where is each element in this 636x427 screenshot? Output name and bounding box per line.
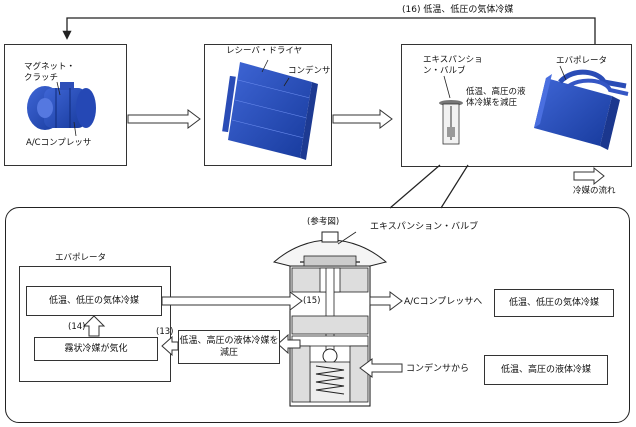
arrow-to-valve (161, 291, 303, 311)
reduce-note-label: 低温、高圧の液体冷媒を減圧 (466, 87, 526, 108)
from-condenser-label: コンデンサから (406, 364, 470, 374)
condenser-illustration (222, 62, 318, 160)
reduce-pressure-box: 低温、高圧の液体冷媒を減圧 (178, 330, 280, 364)
expansion-valve-label: エキスパンション・バルブ (423, 55, 483, 76)
evaporator-illustration (534, 69, 629, 150)
step-15-label: (15) (303, 296, 321, 306)
from-condenser-state-box: 低温、高圧の液体冷媒 (484, 355, 608, 385)
to-compressor-state-box: 低温、低圧の気体冷媒 (494, 289, 614, 317)
return-flow-line (62, 17, 596, 45)
gas-refrigerant-box: 低温、低圧の気体冷媒 (26, 286, 162, 316)
compressor-illustration (27, 82, 96, 130)
mist-vaporize-box: 霧状冷媒が気化 (34, 337, 158, 361)
return-flow-label: (16) 低温、低圧の気体冷媒 (402, 5, 514, 15)
step-14-label: (14) (68, 322, 86, 332)
condenser-label: コンデンサ (288, 66, 331, 76)
legend-arrow (573, 166, 605, 186)
detail-evaporator-title: エバポレータ (55, 253, 107, 263)
to-compressor-label: A/Cコンプレッサへ (404, 297, 483, 307)
expansion-valve-illustration (439, 100, 463, 145)
arrow-to-compressor (369, 291, 403, 311)
receiver-dryer-label: レシーバ・ドライヤ (226, 46, 303, 56)
step-13-label: (13) (156, 327, 174, 337)
expansion-valve-cross-section (272, 231, 388, 407)
arrow-to-reduce (277, 333, 301, 355)
detail-expansion-valve-label: エキスパンション・バルブ (370, 222, 479, 232)
magnet-clutch-label: マグネット・クラッチ (24, 62, 76, 83)
arrow-from-condenser (359, 358, 403, 378)
flow-arrow-1 (127, 109, 201, 129)
reference-label: (参考図) (307, 217, 340, 227)
legend-flow-label: 冷媒の流れ (573, 186, 616, 196)
arrow-to-evaporator (161, 335, 179, 357)
arrow-up (82, 315, 106, 337)
flow-arrow-2 (332, 109, 393, 129)
evaporator-label: エバポレータ (556, 56, 608, 66)
compressor-label: A/Cコンプレッサ (26, 138, 92, 148)
